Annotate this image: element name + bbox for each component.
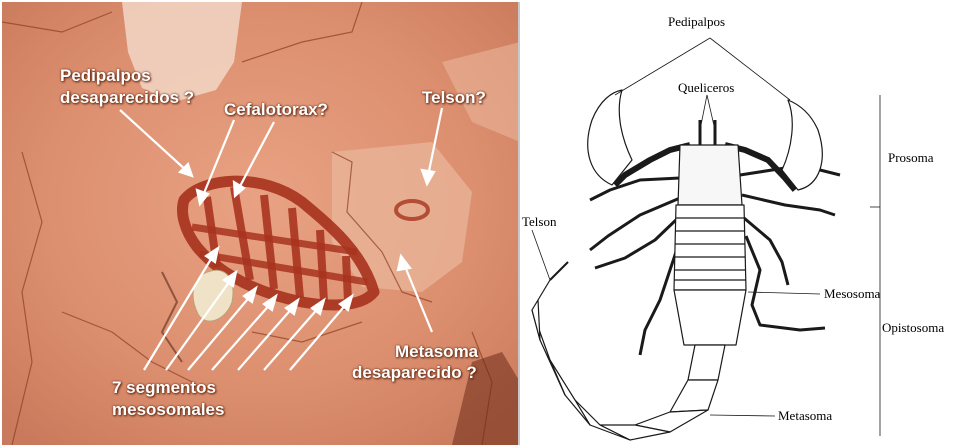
label-mesosoma: Mesosoma [824,286,880,302]
label-telson-photo: Telson? [422,88,486,107]
label-metasoma-missing: Metasoma [395,342,478,361]
label-queliceros: Queliceros [678,80,734,96]
label-metasoma-missing-line2: desaparecido ? [352,363,477,382]
label-pedipalpos-missing: Pedipalpos [60,66,151,85]
fossil-photo: Pedipalpos desaparecidos ? Cefalotorax? … [2,2,520,445]
scorpion-drawing: Pedipalpos Queliceros Telson Prosoma Mes… [520,0,957,447]
label-cefalotorax: Cefalotorax? [224,100,328,119]
label-metasoma: Metasoma [778,408,832,424]
label-prosoma: Prosoma [888,150,934,166]
label-mesosomal-segments: 7 segmentos [112,378,216,397]
label-telson: Telson [522,214,556,230]
scorpion-drawing-canvas [520,0,957,447]
scorpion-body [532,90,840,440]
label-pedipalpos: Pedipalpos [668,14,725,30]
label-opistosoma: Opistosoma [882,320,944,336]
label-mesosomal-segments-line2: mesosomales [112,400,224,419]
label-pedipalpos-missing-line2: desaparecidos ? [60,88,194,107]
